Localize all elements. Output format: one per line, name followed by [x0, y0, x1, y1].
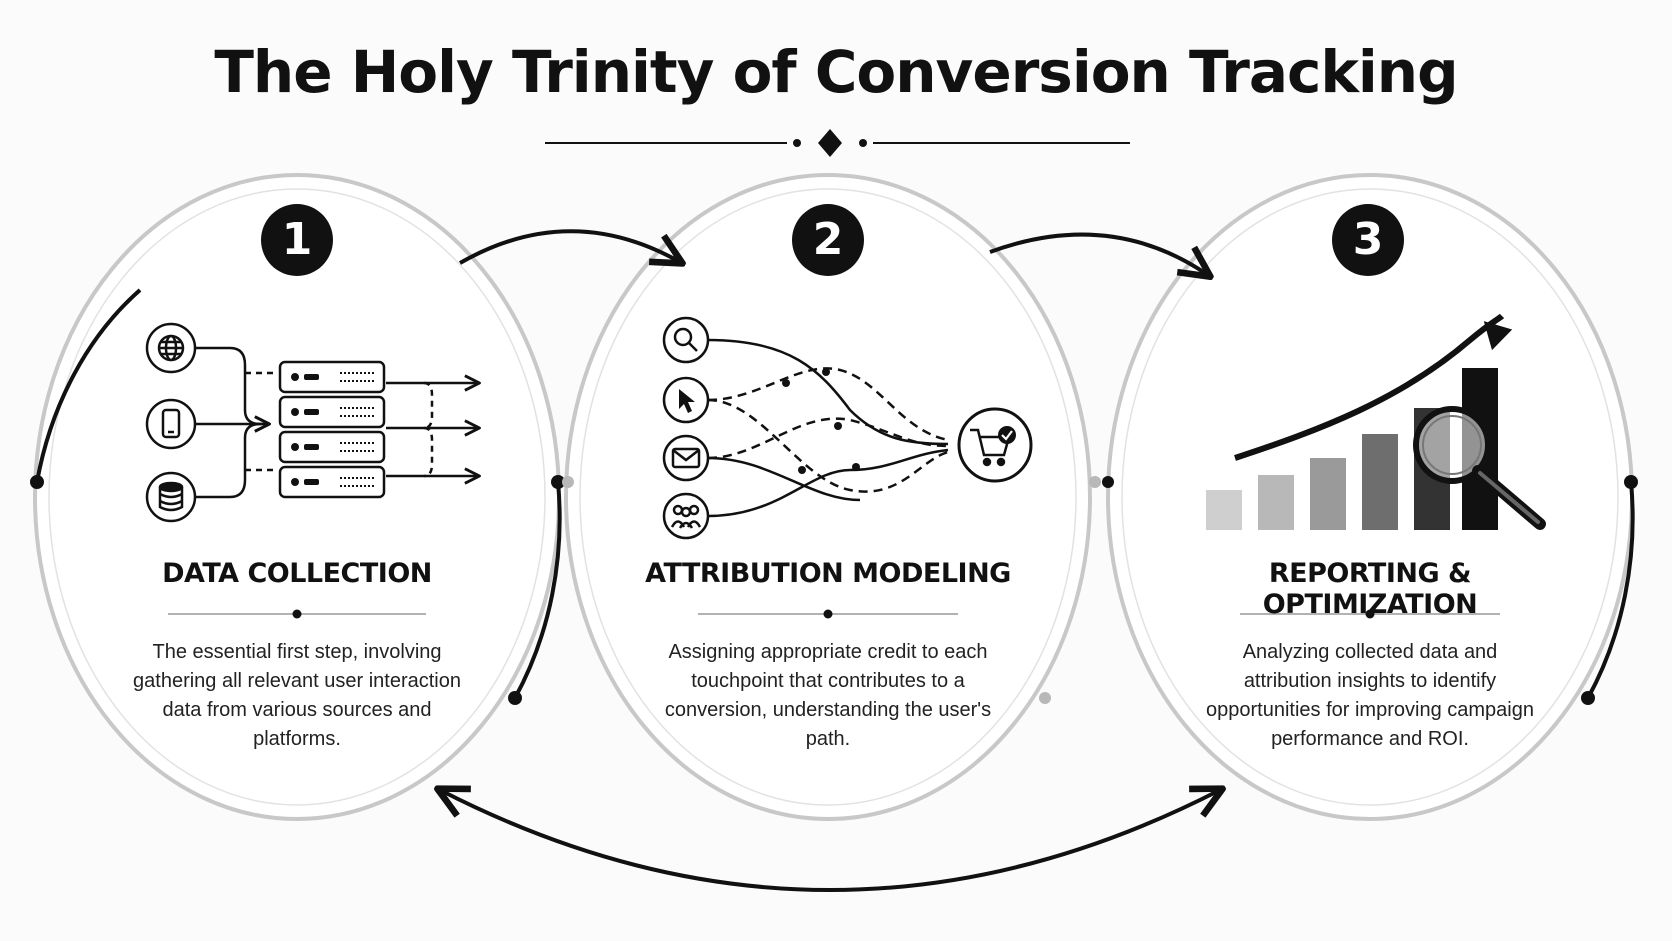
people-icon: [662, 492, 710, 540]
arrow-feedback-loop: [440, 790, 1220, 892]
server-stack-icon: [278, 360, 386, 499]
cursor-icon: [662, 376, 710, 424]
database-icon: [145, 471, 197, 523]
arrow-1-to-2: [459, 229, 680, 263]
page-title: The Holy Trinity of Conversion Tracking: [214, 38, 1458, 106]
heading-divider-2: [698, 609, 958, 619]
step-description-3: Analyzing collected data and attribution…: [1206, 641, 1534, 750]
step-badge-3: [1332, 204, 1404, 276]
heading-divider-3: [1240, 609, 1500, 619]
step-heading-3: REPORTING & OPTIMIZATION: [1262, 558, 1478, 620]
email-icon: [662, 434, 710, 482]
step-badge-1: [261, 204, 333, 276]
heading-divider-1: [168, 609, 426, 619]
step-description-1: The essential first step, involving gath…: [133, 641, 461, 750]
attribution-modeling-icon: [662, 316, 1033, 540]
data-collection-icon: [145, 322, 481, 523]
step-heading-2: ATTRIBUTION MODELING: [645, 558, 1011, 589]
step-badge-2: [792, 204, 864, 276]
search-icon: [662, 316, 710, 364]
title-divider: [545, 129, 1130, 157]
globe-icon: [145, 322, 197, 374]
step-number-2: 2: [812, 214, 844, 265]
step-number-1: 1: [281, 214, 313, 265]
step-description-2: Assigning appropriate credit to each tou…: [664, 641, 992, 750]
bar-chart-icon: [1206, 368, 1498, 530]
smartphone-icon: [145, 398, 197, 450]
step-heading-1: DATA COLLECTION: [162, 558, 432, 589]
arrow-2-to-3: [989, 232, 1208, 275]
step-number-3: 3: [1352, 214, 1384, 265]
cart-check-icon: [957, 407, 1033, 483]
reporting-optimization-icon: [1206, 313, 1546, 530]
trend-arrow-icon: [1234, 313, 1505, 461]
magnifier-icon: [1413, 406, 1546, 530]
